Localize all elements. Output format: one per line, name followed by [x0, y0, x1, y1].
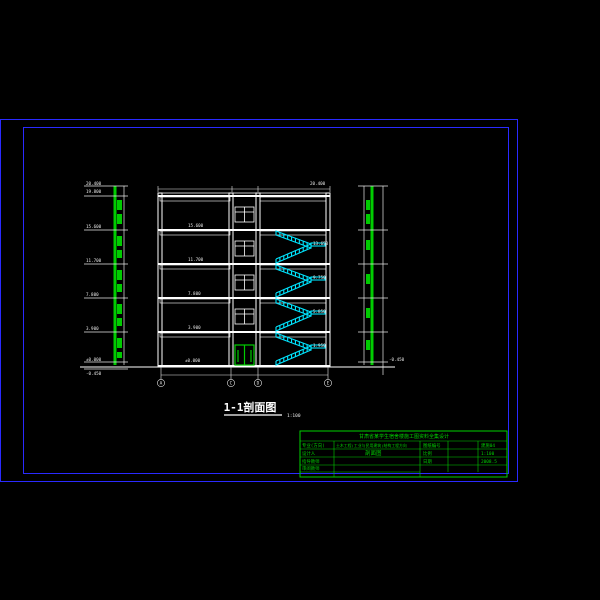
tb-row3-col4: 2008.5: [481, 459, 497, 465]
right-level-0: 20.400: [310, 181, 326, 186]
right-level-3: 5.850: [313, 309, 326, 314]
tb-row1-value: 土木工程(工业与民用建筑)结构工程方向: [336, 443, 407, 448]
left-level-6: ±0.000: [86, 357, 102, 362]
left-level-2: 15.600: [86, 224, 102, 229]
left-level-3: 11.700: [86, 258, 102, 263]
stair-landing: [310, 276, 326, 281]
tb-row2-col3: 比例: [423, 450, 432, 457]
tb-row2-label: 设计人: [302, 450, 316, 457]
staircase: [275, 230, 326, 366]
left-level-7: -0.450: [86, 371, 102, 376]
title-block: 甘肃省某学生宿舍楼施工图资料全集设计 专业(方向) 土木工程(工业与民用建筑)结…: [299, 430, 508, 478]
tb-row3-value: 剖面图: [365, 449, 382, 457]
stair-flight-1: [275, 345, 312, 366]
entrance-door: [234, 344, 255, 366]
left-level-0: 20.400: [86, 181, 102, 186]
left-level-1: 19.800: [86, 189, 102, 194]
left-level-column: 20.400 19.800 15.600 11.700 7.800 3.900 …: [84, 181, 128, 376]
left-level-4: 7.800: [86, 292, 99, 297]
building-section: [80, 192, 395, 368]
inner-frame: [23, 127, 509, 474]
axis-markers: [157, 367, 332, 387]
axis-label-e: E: [327, 381, 330, 387]
stair-flight-2: [275, 332, 312, 351]
outer-frame: [0, 119, 518, 482]
axis-label-c: C: [230, 381, 233, 387]
right-level-2: 9.750: [313, 275, 326, 280]
window-group: [234, 206, 255, 325]
stair-flight-4: [275, 298, 312, 317]
stair-flight-7: [275, 243, 312, 264]
right-dim-ground: -0.450: [389, 357, 405, 362]
stair-flight-6: [275, 264, 312, 283]
tb-row3-label: 指导教师: [302, 458, 320, 465]
stair-landing: [310, 344, 326, 349]
right-level-1: 13.650: [313, 241, 329, 246]
left-level-5: 3.900: [86, 326, 99, 331]
axis-label-d: D: [257, 381, 260, 387]
section-title: 1-1剖面图: [224, 400, 277, 414]
tb-row4-label: 审阅教师: [302, 465, 320, 472]
inner-level-3: 3.900: [188, 325, 201, 330]
inner-level-1: 11.700: [188, 257, 204, 262]
stair-landing: [310, 310, 326, 315]
stair-flight-3: [275, 311, 312, 332]
scale-note: 1:100: [287, 413, 301, 419]
axis-label-a: A: [160, 381, 163, 387]
inner-level-2: 7.800: [188, 291, 201, 296]
right-level-4: 1.950: [313, 343, 326, 348]
stair-flight-8: [275, 230, 312, 249]
top-dimension: [157, 186, 331, 192]
inner-level-4: ±0.000: [185, 358, 201, 363]
inner-level-0: 15.600: [188, 223, 204, 228]
tb-row1-label: 专业(方向): [302, 442, 325, 449]
right-dimension-column: -0.450: [358, 185, 405, 375]
tb-row1-col4: 建施04: [481, 442, 495, 449]
tb-row1-col3: 图纸编号: [423, 442, 441, 449]
stair-landing: [310, 242, 326, 247]
tb-row3-col3: 日期: [423, 459, 432, 465]
tb-row2-col4: 1:100: [481, 451, 495, 457]
titleblock-header: 甘肃省某学生宿舍楼施工图资料全集设计: [359, 433, 449, 440]
stair-flight-5: [275, 277, 312, 298]
